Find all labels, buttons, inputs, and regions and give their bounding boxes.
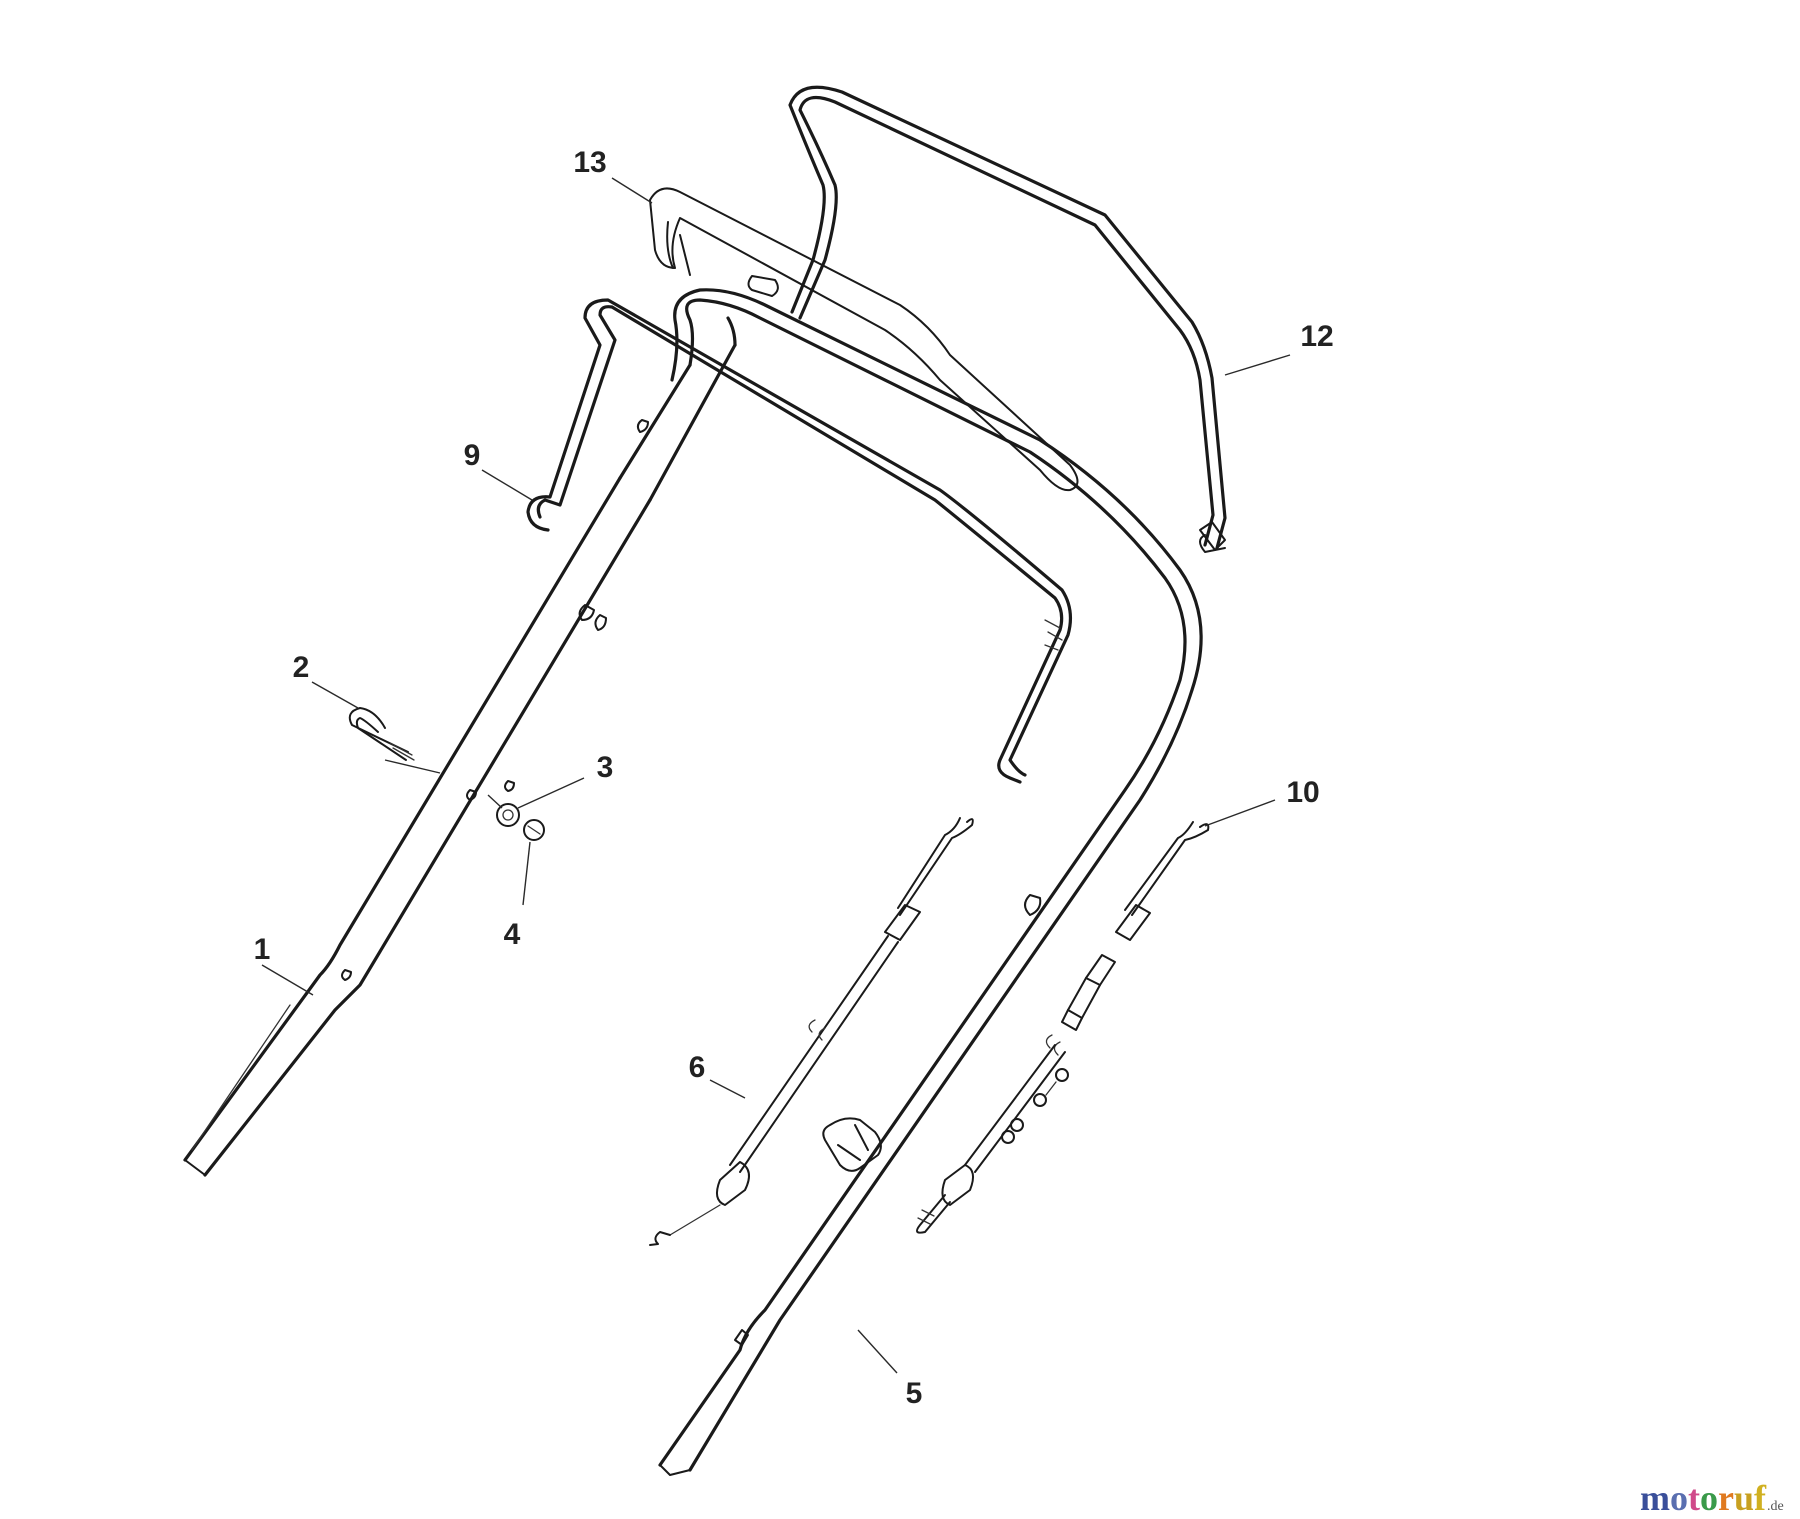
- operator-presence-bar[interactable]: [526, 298, 1073, 784]
- hook-bolt[interactable]: [348, 707, 415, 761]
- logo-letter: f: [1754, 1478, 1767, 1518]
- cable-clip[interactable]: [822, 1117, 882, 1172]
- callout-1[interactable]: 1: [253, 933, 271, 966]
- callout-12[interactable]: 12: [1300, 320, 1334, 353]
- drive-control-bail[interactable]: [788, 85, 1227, 553]
- washer[interactable]: [496, 803, 520, 827]
- callout-9[interactable]: 9: [463, 439, 481, 472]
- callout-3[interactable]: 3: [596, 751, 614, 784]
- callout-5[interactable]: 5: [905, 1377, 923, 1410]
- logo-letter: r: [1718, 1478, 1734, 1518]
- callout-10[interactable]: 10: [1286, 776, 1320, 809]
- drive-cable[interactable]: [915, 821, 1210, 1234]
- callout-2[interactable]: 2: [292, 651, 310, 684]
- logo-letter: o: [1670, 1478, 1688, 1518]
- logo-letter: u: [1733, 1478, 1755, 1518]
- handle-grip-cover[interactable]: [649, 187, 1079, 492]
- spacer-rings: [1001, 1068, 1069, 1144]
- upper-handle[interactable]: [594, 288, 1203, 1476]
- logo-letter: t: [1688, 1478, 1700, 1518]
- logo-letter: o: [1700, 1478, 1718, 1518]
- motoruf-logo: motoruf.de: [1640, 1480, 1784, 1516]
- callout-4[interactable]: 4: [503, 918, 521, 951]
- lower-handle-left[interactable]: [183, 476, 652, 1177]
- logo-tld: .de: [1767, 1499, 1784, 1514]
- logo-letter: m: [1640, 1478, 1670, 1518]
- nut[interactable]: [523, 819, 545, 841]
- leader-lines: [261, 177, 1291, 1374]
- brake-cable[interactable]: [649, 817, 974, 1246]
- callout-6[interactable]: 6: [688, 1051, 706, 1084]
- callout-13[interactable]: 13: [573, 146, 607, 179]
